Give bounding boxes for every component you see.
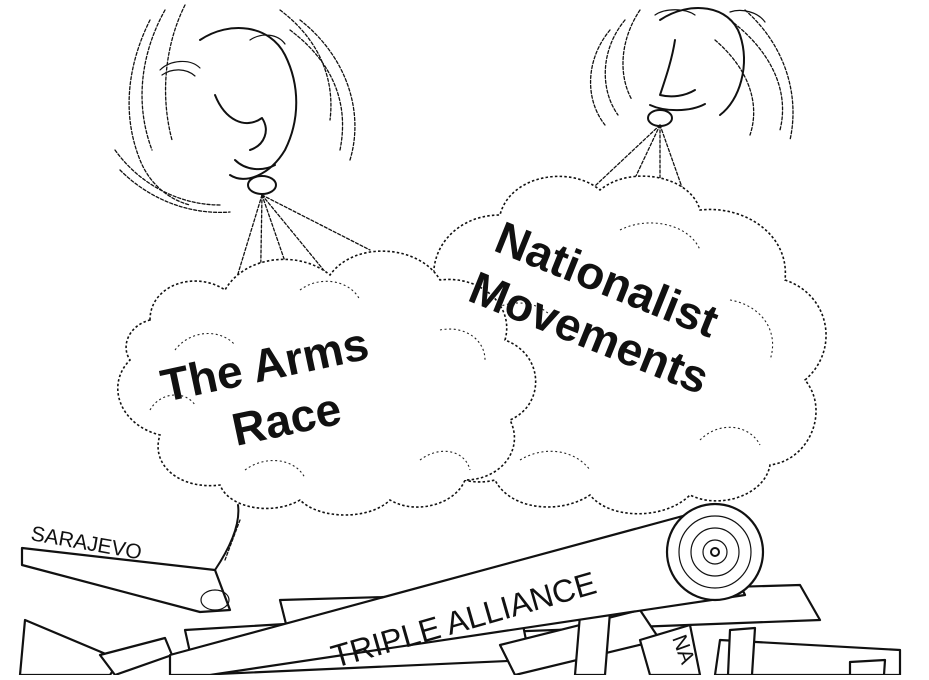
- arms-race-cloud: [117, 250, 537, 516]
- left-wind-face: [114, 4, 356, 214]
- right-wind-face: [589, 7, 794, 141]
- sarajevo-match: SARAJEVO: [20, 504, 241, 614]
- log-pile: TRIPLE ALLIANCE NA: [18, 502, 902, 677]
